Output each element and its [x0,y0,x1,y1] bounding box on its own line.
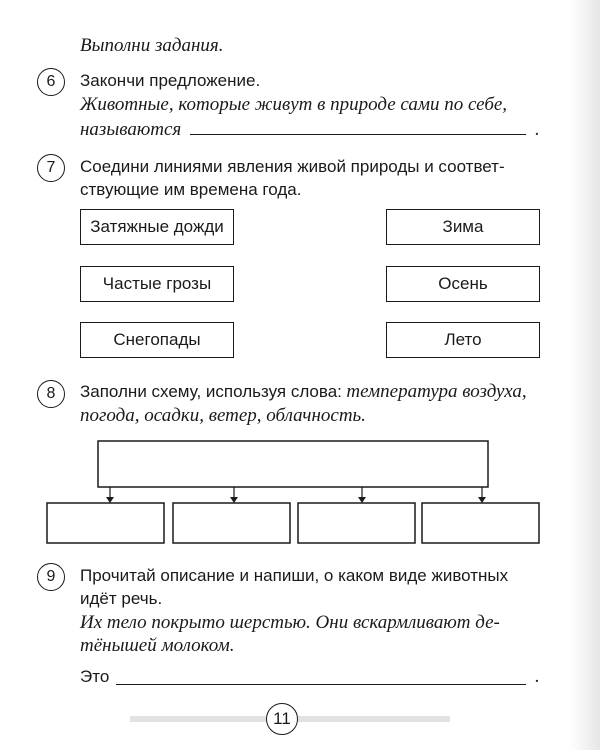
worksheet-instruction: Выполни задания. [80,35,224,56]
arrow-down-icon [358,497,366,503]
task-8-prompt-plain: Заполни схему, используя слова: [80,382,342,401]
task-8-prompt-line-1: Заполни схему, используя слова: температ… [80,381,527,403]
scheme-bottom-box[interactable] [172,502,291,544]
page-edge-shadow [570,0,600,750]
task-8-number: 8 [37,380,65,408]
page-number: 11 [266,703,298,735]
task-9-number: 9 [37,563,65,591]
task-9-prompt-line-2: идёт речь. [80,589,163,608]
task-7-prompt-line-2: ствующие им времена года. [80,180,302,199]
season-box[interactable]: Зима [386,209,540,245]
task-7-prompt-line-1: Соедини линиями явления живой природы и … [80,157,505,176]
phenomenon-box[interactable]: Затяжные дожди [80,209,234,245]
task-6-prompt: Закончи предложение. [80,71,261,90]
scheme-top-box[interactable] [97,440,489,488]
season-box[interactable]: Лето [386,322,540,358]
task-9-answer-label: Это [80,667,110,686]
task-6-answer-line[interactable] [190,134,526,135]
task-9-description-line-1: Их тело покрыто шерстью. Они вскармливаю… [80,612,500,633]
task-6-number: 6 [37,68,65,96]
task-6-text-line-2: называются [80,119,182,140]
phenomenon-box[interactable]: Частые грозы [80,266,234,302]
scheme-bottom-box[interactable] [46,502,165,544]
season-box[interactable]: Осень [386,266,540,302]
task-8-prompt-line-2: погода, осадки, ветер, облачность. [80,405,366,426]
phenomenon-box[interactable]: Снегопады [80,322,234,358]
arrow-down-icon [106,497,114,503]
scheme-bottom-box[interactable] [297,502,416,544]
task-7-number: 7 [37,154,65,182]
arrow-down-icon [478,497,486,503]
scheme-bottom-box[interactable] [421,502,540,544]
task-9-answer-line[interactable] [116,684,526,685]
task-9-prompt-line-1: Прочитай описание и напиши, о каком виде… [80,566,509,585]
task-6-text-line-1: Животные, которые живут в природе сами п… [80,94,508,115]
task-8-prompt-words: температура воздуха, [346,381,527,402]
task-9-period: . [535,666,540,687]
task-9-description-line-2: тёнышей молоком. [80,635,235,656]
arrow-down-icon [230,497,238,503]
task-6-period: . [535,119,540,140]
